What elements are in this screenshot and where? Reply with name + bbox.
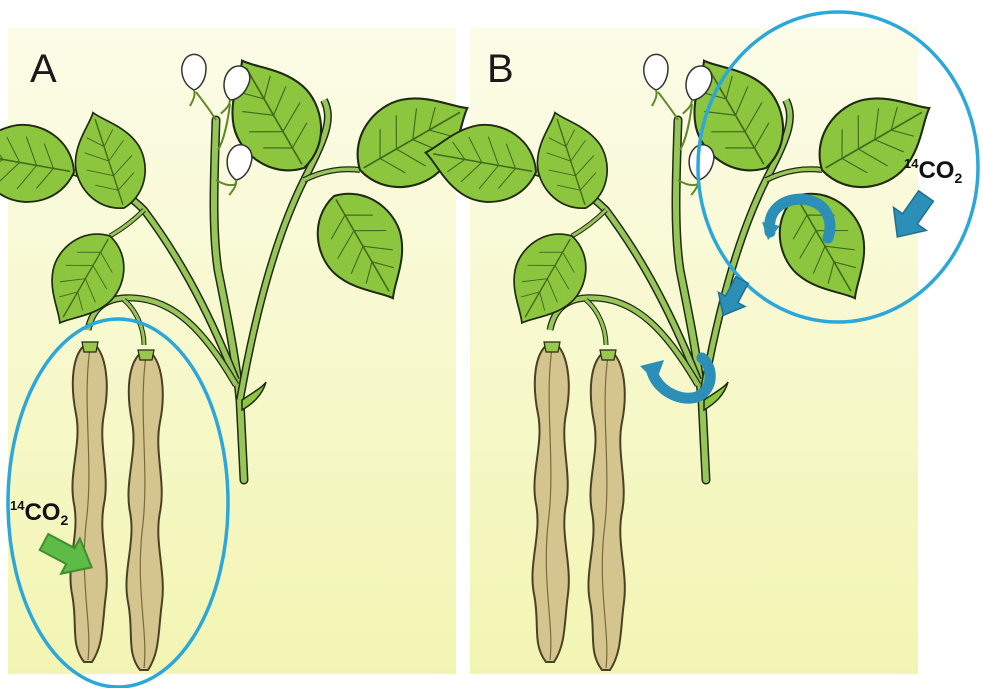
panel-b: B 14CO2 [419, 12, 978, 674]
panel-a-letter: A [30, 47, 57, 91]
panel-b-letter: B [487, 47, 514, 91]
panel-a: A 14CO2 [0, 28, 489, 687]
